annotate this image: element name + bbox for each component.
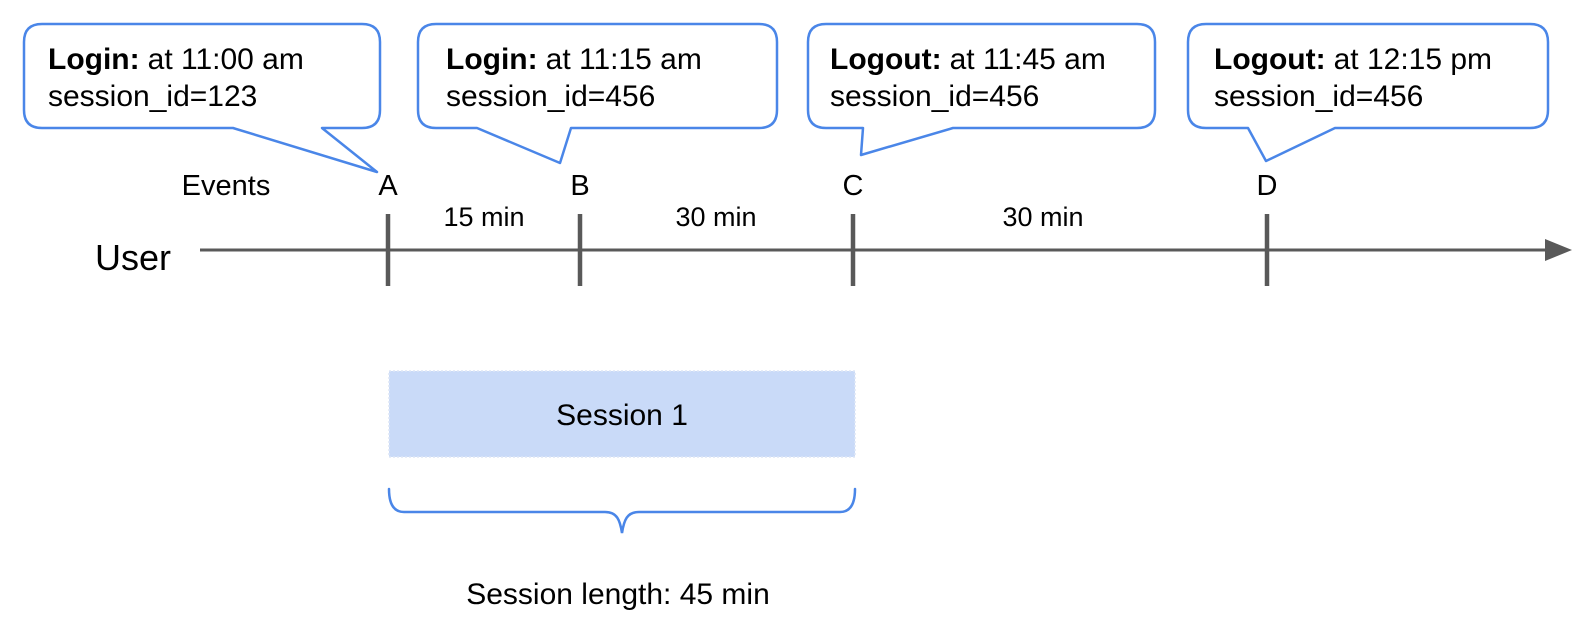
user-row-label: User bbox=[95, 237, 171, 278]
callout-a-action: Login: bbox=[48, 43, 140, 76]
callout-bubble-b bbox=[416, 22, 779, 165]
callout-b-action: Login: bbox=[446, 43, 538, 76]
session-1-label: Session 1 bbox=[556, 399, 688, 432]
callout-bubble-c bbox=[806, 22, 1157, 157]
callout-d-time: at 12:15 pm bbox=[1334, 43, 1492, 76]
callout-bubble-d bbox=[1186, 22, 1550, 163]
callout-a-session-id: session_id=123 bbox=[48, 80, 257, 113]
interval-b-c: 30 min bbox=[675, 202, 756, 232]
event-letter-c: C bbox=[843, 170, 864, 202]
callout-c-line1: Logout:at 11:45 am bbox=[830, 43, 1106, 76]
callout-c-time: at 11:45 am bbox=[950, 43, 1106, 76]
callout-d-session-id: session_id=456 bbox=[1214, 80, 1423, 113]
event-letter-d: D bbox=[1257, 170, 1278, 202]
session-1-band bbox=[388, 370, 856, 458]
callout-b-session-id: session_id=456 bbox=[446, 80, 655, 113]
interval-a-b: 15 min bbox=[443, 202, 524, 232]
callout-bubble-a bbox=[22, 22, 382, 174]
callout-b-time: at 11:15 am bbox=[546, 43, 702, 76]
callout-d-line1: Logout:at 12:15 pm bbox=[1214, 43, 1492, 76]
events-row-label: Events bbox=[182, 170, 271, 202]
session-brace bbox=[387, 487, 857, 534]
timeline-arrowhead-icon bbox=[1545, 239, 1572, 261]
callout-b-line1: Login:at 11:15 am bbox=[446, 43, 702, 76]
session-length-caption: Session length: 45 min bbox=[466, 578, 770, 611]
callout-a-time: at 11:00 am bbox=[148, 43, 304, 76]
callout-d-action: Logout: bbox=[1214, 43, 1326, 76]
callout-c-action: Logout: bbox=[830, 43, 942, 76]
interval-c-d: 30 min bbox=[1002, 202, 1083, 232]
callout-a-line1: Login:at 11:00 am bbox=[48, 43, 304, 76]
callout-c-session-id: session_id=456 bbox=[830, 80, 1039, 113]
event-letter-b: B bbox=[570, 170, 589, 202]
event-letter-a: A bbox=[378, 170, 398, 202]
